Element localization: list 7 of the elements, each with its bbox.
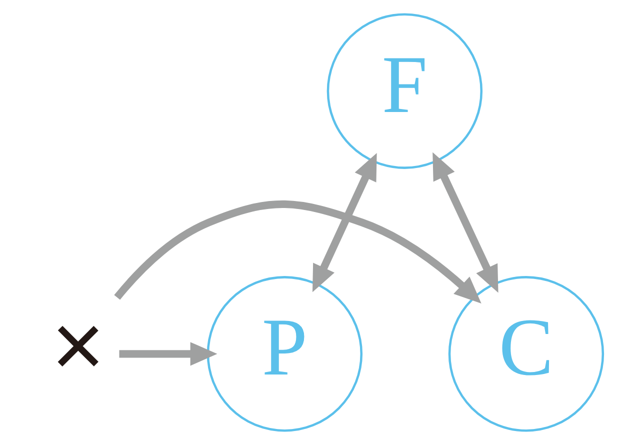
node-circle: P bbox=[206, 276, 362, 432]
node-text: × bbox=[50, 294, 104, 397]
arrow bbox=[114, 200, 481, 304]
node-circle: F bbox=[326, 13, 482, 169]
arrow bbox=[118, 342, 217, 366]
arrow bbox=[312, 152, 376, 292]
arrow bbox=[432, 152, 498, 293]
